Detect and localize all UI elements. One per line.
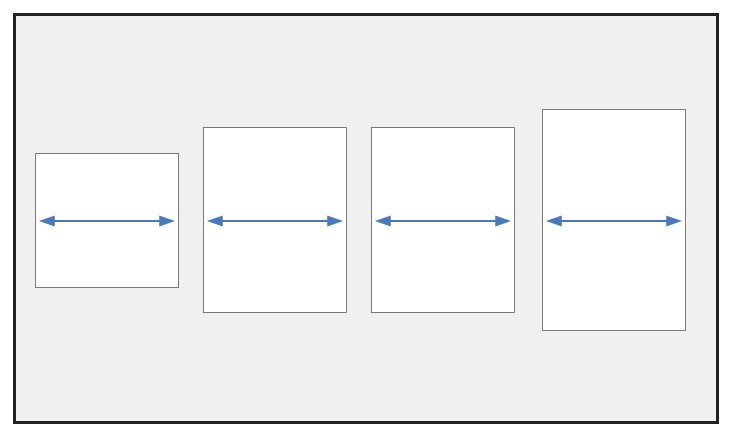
double-arrow-icon: [206, 215, 344, 227]
double-arrow-icon: [374, 215, 512, 227]
page-1: [35, 153, 179, 288]
double-arrow-icon: [38, 215, 176, 227]
page-4: [542, 109, 686, 331]
canvas-frame: [13, 13, 719, 424]
page-3: [371, 127, 515, 313]
page-2: [203, 127, 347, 313]
double-arrow-icon: [545, 215, 683, 227]
